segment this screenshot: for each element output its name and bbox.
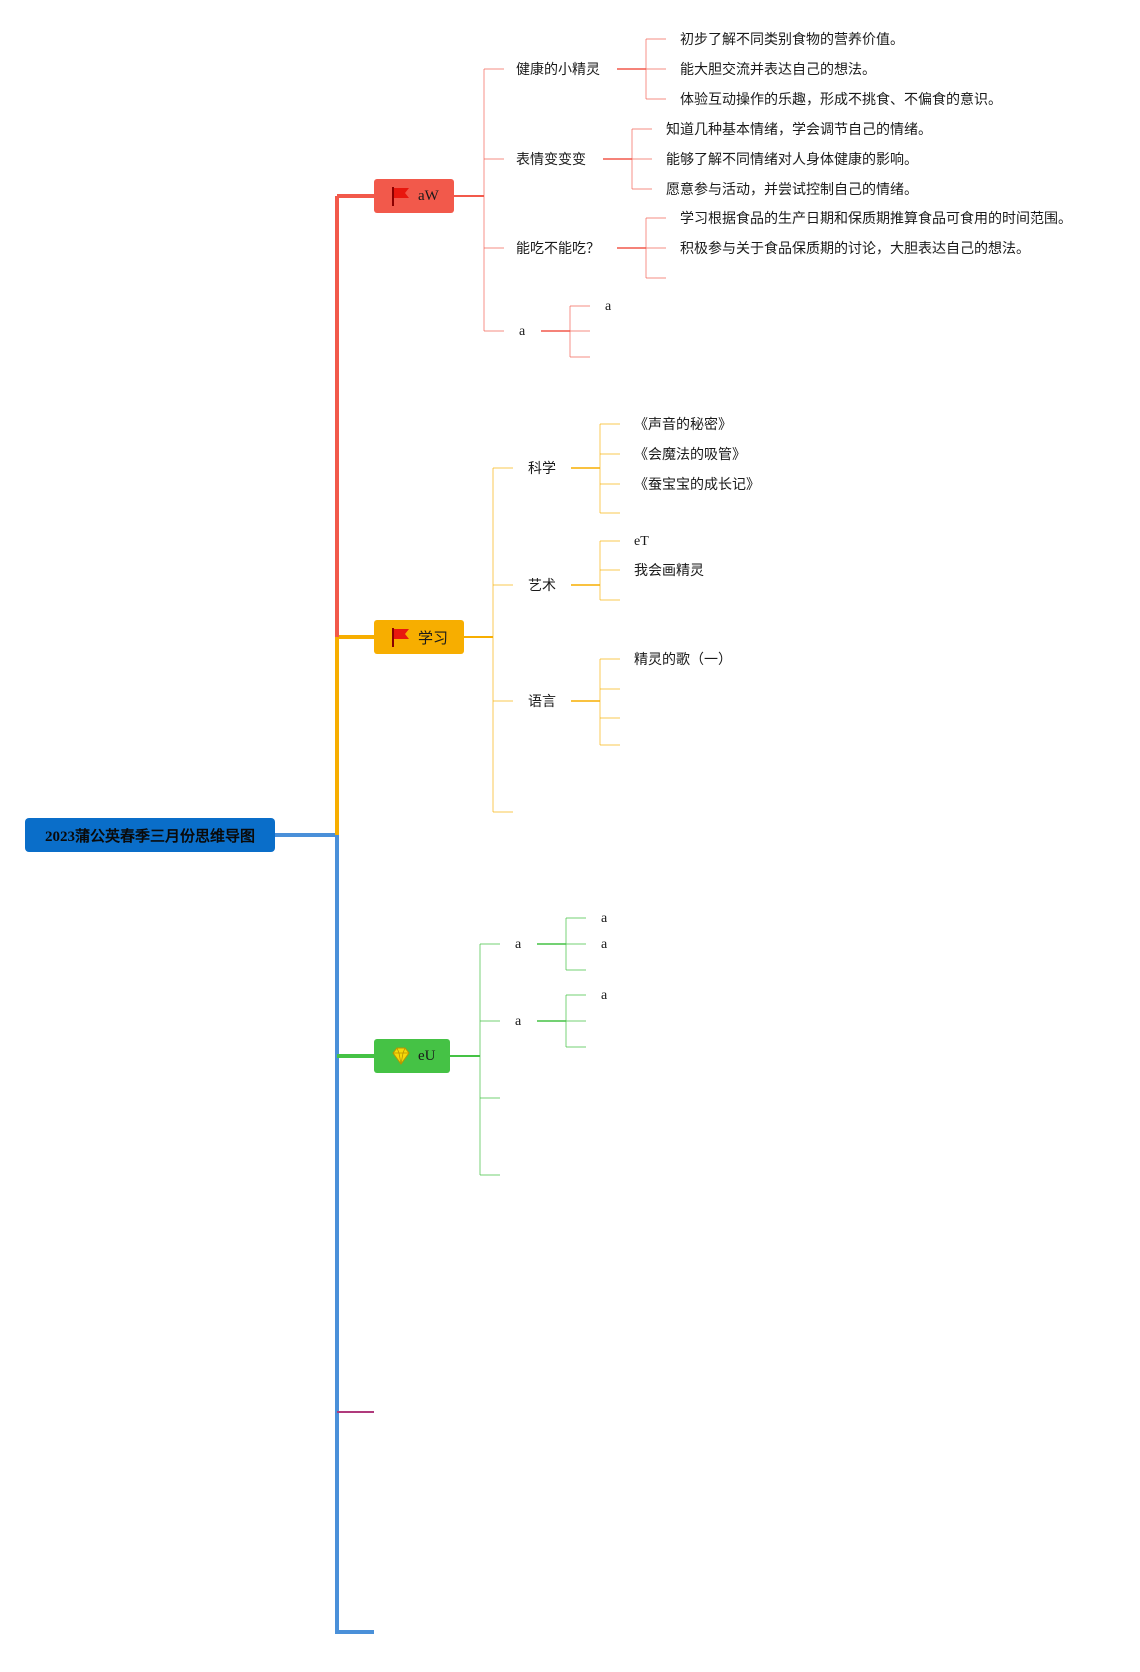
- red-flag-icon: [390, 626, 412, 648]
- red-flag-icon: [390, 185, 412, 207]
- leaf-item[interactable]: a: [605, 299, 612, 314]
- leaf-item[interactable]: 初步了解不同类别食物的营养价值。: [680, 32, 904, 48]
- leaf-item[interactable]: 愿意参与活动，并尝试控制自己的情绪。: [666, 182, 918, 198]
- leaf-item[interactable]: a: [601, 911, 608, 926]
- leaf-item[interactable]: 《声音的秘密》: [634, 417, 732, 433]
- leaf-item[interactable]: eT: [634, 534, 649, 549]
- subtopic-edible[interactable]: 能吃不能吃？: [516, 241, 600, 257]
- leaf-item[interactable]: 《会魔法的吸管》: [634, 447, 746, 463]
- leaf-item[interactable]: 《蚕宝宝的成长记》: [634, 477, 760, 493]
- subtopic-science[interactable]: 科学: [528, 461, 556, 477]
- trunk-lines: [275, 194, 374, 1634]
- subtopic-a[interactable]: a: [519, 324, 526, 339]
- gem-icon: [390, 1045, 412, 1067]
- branch-third-lines: [450, 917, 586, 1176]
- branch-topic-third[interactable]: eU: [374, 1039, 450, 1073]
- subtopic-language[interactable]: 语言: [528, 694, 556, 710]
- subtopic-healthy-elf[interactable]: 健康的小精灵: [516, 62, 600, 78]
- subtopic-face-change[interactable]: 表情变变变: [516, 152, 586, 168]
- leaf-item[interactable]: 学习根据食品的生产日期和保质期推算食品可食用的时间范围。: [680, 211, 1072, 227]
- branch-label: eU: [418, 1047, 436, 1064]
- branch-label: 学习: [418, 628, 449, 647]
- leaf-item[interactable]: a: [601, 988, 608, 1003]
- leaf-item[interactable]: 知道几种基本情绪，学会调节自己的情绪。: [666, 122, 932, 138]
- branch-topic-health[interactable]: aW: [374, 179, 454, 213]
- branch-health-lines: [454, 38, 666, 358]
- leaf-item[interactable]: 体验互动操作的乐趣，形成不挑食、不偏食的意识。: [680, 92, 1002, 108]
- leaf-item[interactable]: 积极参与关于食品保质期的讨论，大胆表达自己的想法。: [680, 241, 1030, 257]
- leaf-item[interactable]: a: [601, 937, 608, 952]
- subtopic-a[interactable]: a: [515, 937, 522, 952]
- subtopic-a[interactable]: a: [515, 1014, 522, 1029]
- leaf-item[interactable]: 能够了解不同情绪对人身体健康的影响。: [666, 152, 918, 168]
- leaf-item[interactable]: 能大胆交流并表达自己的想法。: [680, 62, 876, 78]
- branch-label: aW: [418, 187, 439, 204]
- branch-study-lines: [464, 423, 620, 813]
- branch-topic-study[interactable]: 学习: [374, 620, 464, 654]
- subtopic-art[interactable]: 艺术: [528, 578, 556, 594]
- leaf-item[interactable]: 我会画精灵: [634, 563, 704, 579]
- leaf-item[interactable]: 精灵的歌（一）: [634, 652, 732, 668]
- root-topic[interactable]: 2023蒲公英春季三月份思维导图: [25, 818, 275, 852]
